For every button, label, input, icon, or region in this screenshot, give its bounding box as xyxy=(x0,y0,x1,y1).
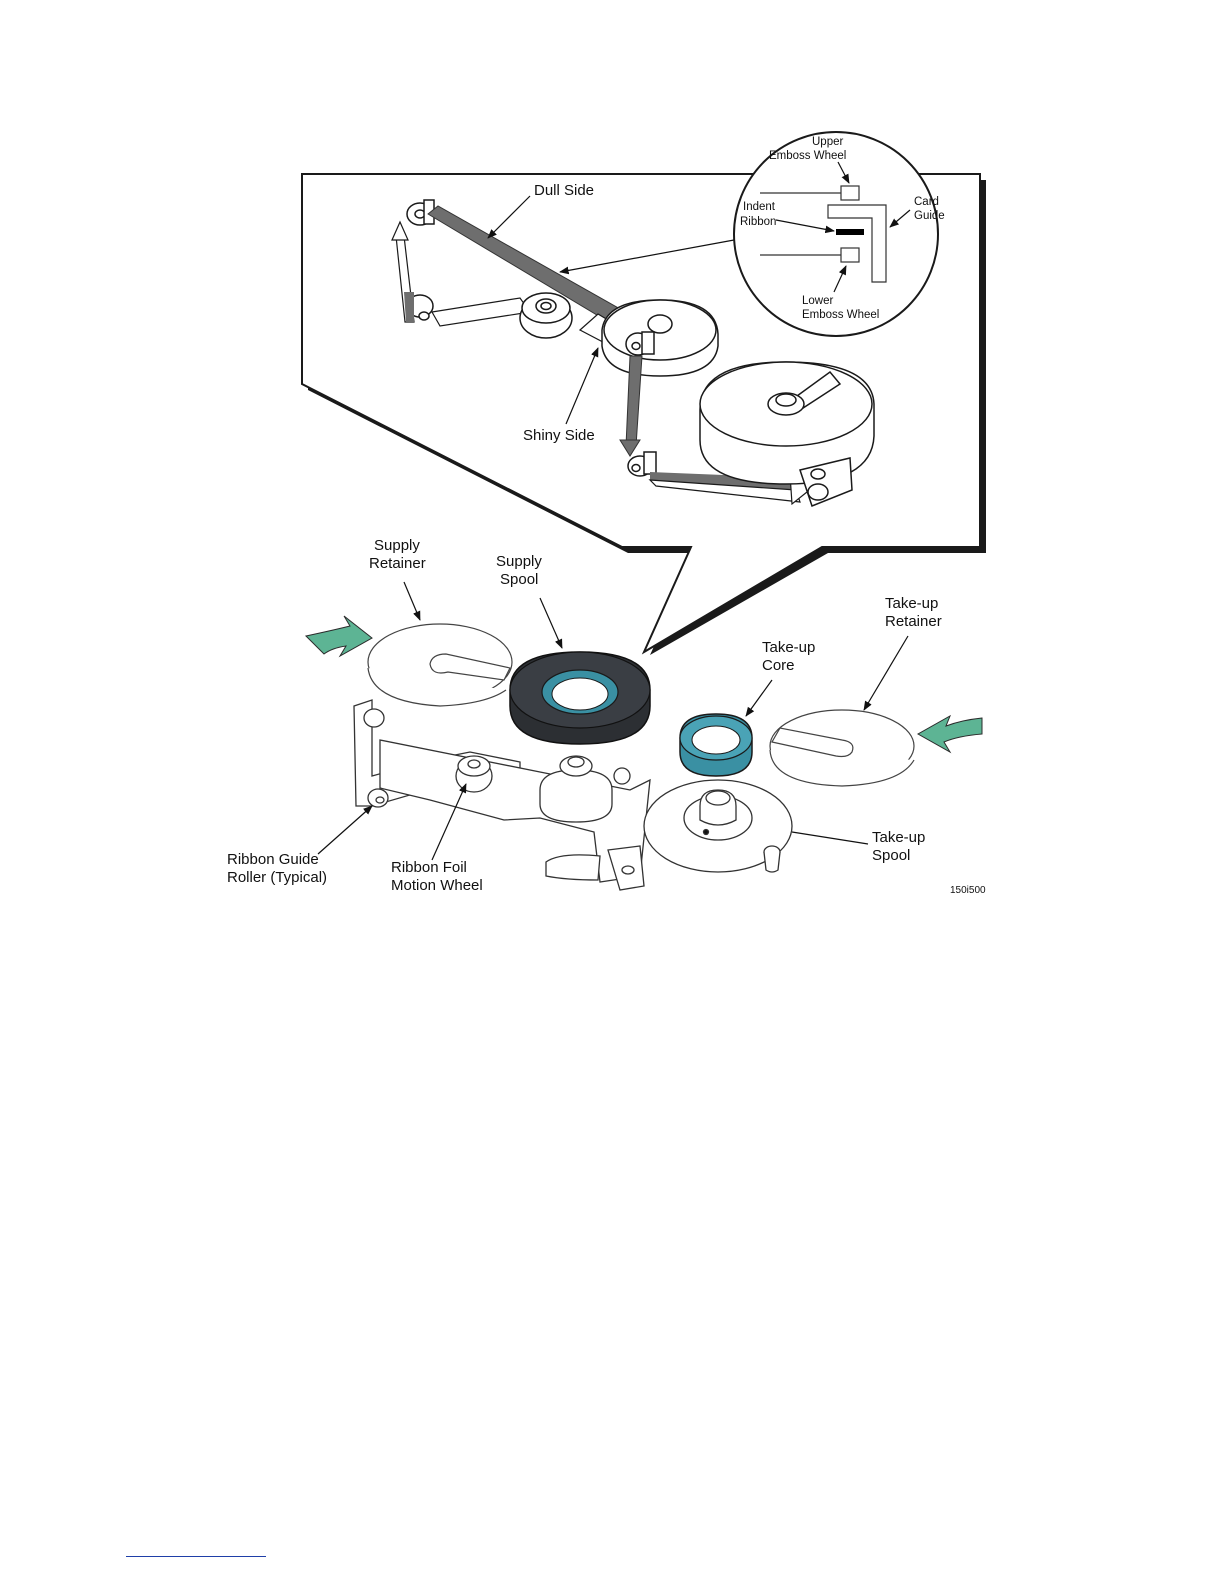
label-supply-retainer-1: Supply xyxy=(374,537,420,554)
detail-center-disc xyxy=(602,300,718,376)
label-takeup-core-1: Take-up xyxy=(762,639,815,656)
label-card-guide-2: Guide xyxy=(914,210,945,222)
label-ribbon-guide-1: Ribbon Guide xyxy=(227,851,319,868)
takeup-retainer-arrow xyxy=(918,716,982,752)
supply-retainer-arrow xyxy=(306,616,372,656)
label-indent-2: Ribbon xyxy=(740,216,776,228)
supply-retainer xyxy=(368,624,512,706)
label-upper-emboss-1: Upper xyxy=(812,136,843,148)
label-supply-spool-1: Supply xyxy=(496,553,542,570)
label-takeup-spool-1: Take-up xyxy=(872,829,925,846)
takeup-core xyxy=(680,714,752,776)
label-takeup-retainer-2: Retainer xyxy=(885,613,942,630)
label-takeup-spool-2: Spool xyxy=(872,847,910,864)
label-card-guide-1: Card xyxy=(914,196,939,208)
label-indent-1: Indent xyxy=(743,201,776,213)
label-ribbon-guide-2: Roller (Typical) xyxy=(227,869,327,886)
label-takeup-core-2: Core xyxy=(762,657,795,674)
label-upper-emboss-2: Emboss Wheel xyxy=(769,150,846,162)
emboss-inset-circle xyxy=(734,132,938,336)
label-shiny-side: Shiny Side xyxy=(523,427,595,444)
figure-id: 150i500 xyxy=(950,885,986,896)
label-dull-side: Dull Side xyxy=(534,182,594,199)
takeup-retainer xyxy=(770,710,914,786)
indent-ribbon-shape xyxy=(836,229,864,235)
label-foil-wheel-1: Ribbon Foil xyxy=(391,859,467,876)
center-roller xyxy=(626,332,654,355)
label-supply-spool-2: Spool xyxy=(500,571,538,588)
supply-spool xyxy=(510,652,650,744)
detail-foil-wheel xyxy=(520,293,572,338)
label-takeup-retainer-1: Take-up xyxy=(885,595,938,612)
label-lower-emboss-2: Emboss Wheel xyxy=(802,309,879,321)
label-foil-wheel-2: Motion Wheel xyxy=(391,877,483,894)
footnote-separator xyxy=(126,1556,266,1557)
takeup-spool xyxy=(644,780,792,872)
label-supply-retainer-2: Retainer xyxy=(369,555,426,572)
label-lower-emboss-1: Lower xyxy=(802,295,833,307)
